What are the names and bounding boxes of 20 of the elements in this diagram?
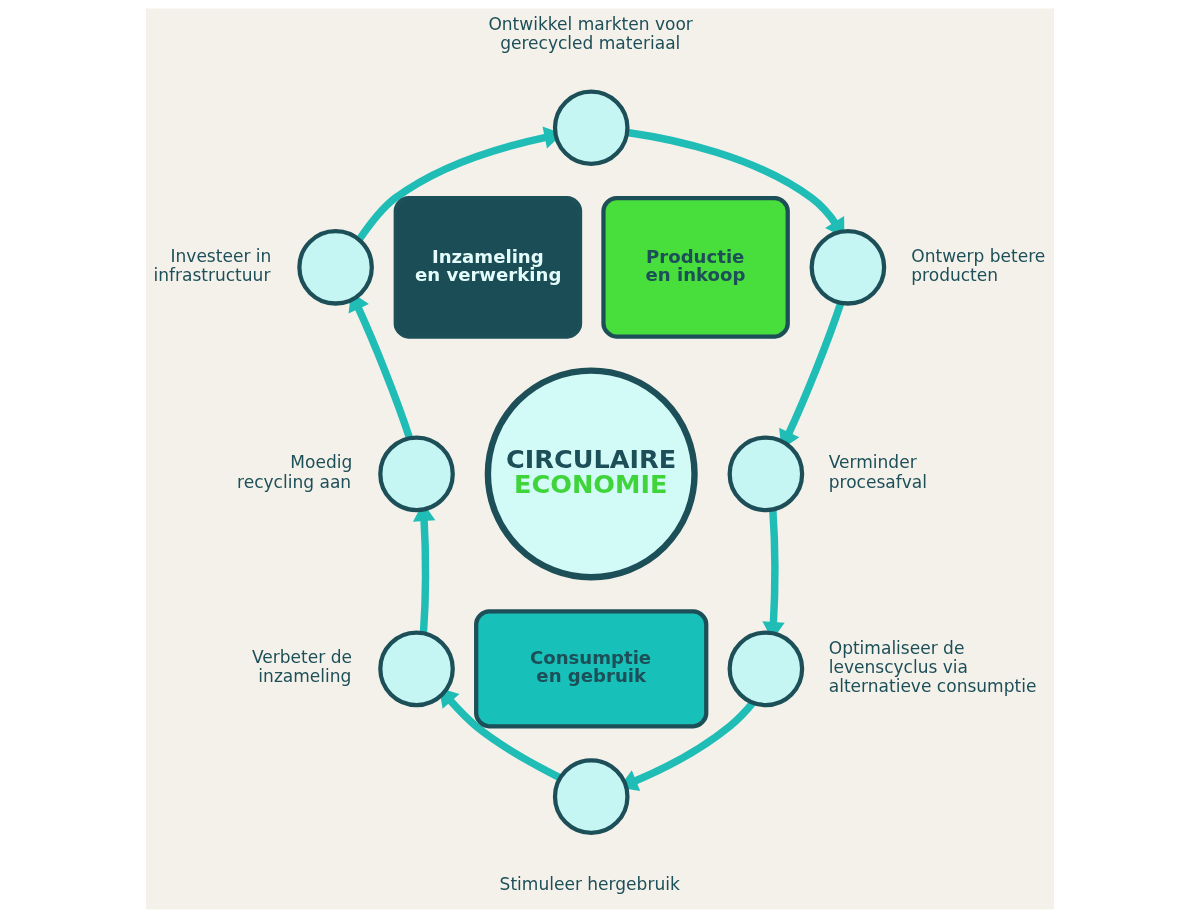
node-label: Verbeter de inzameling	[251, 647, 352, 687]
node-label: Ontwikkel markten voor gerecycled materiaal	[488, 13, 693, 53]
node-box: Inzameling en verwerking	[393, 195, 583, 339]
node-circle: CIRCULAIRE ECONOMIE	[484, 367, 698, 581]
node-label: Investeer in infrastructuur	[153, 245, 272, 285]
node-circle	[378, 630, 455, 708]
node-label: Optimaliseer de levenscyclus via alternatieve consumptie	[828, 637, 1037, 697]
node-label: Stimuleer hergebruik	[499, 874, 680, 895]
node-label: Ontwerp betere producten	[911, 245, 1046, 285]
node-circle	[378, 435, 455, 513]
node-label: Verminder procesafval	[828, 452, 927, 492]
node-circle	[727, 435, 805, 513]
node-circle	[552, 89, 630, 167]
node-label: Moedig recycling aan	[237, 452, 353, 492]
node-box: Productie en inkoop	[601, 195, 790, 339]
node-box: Consumptie en gebruik	[474, 609, 709, 729]
node-circle	[809, 228, 887, 306]
node-circle	[552, 758, 630, 835]
node-circle	[727, 630, 805, 708]
node-circle	[297, 228, 374, 306]
